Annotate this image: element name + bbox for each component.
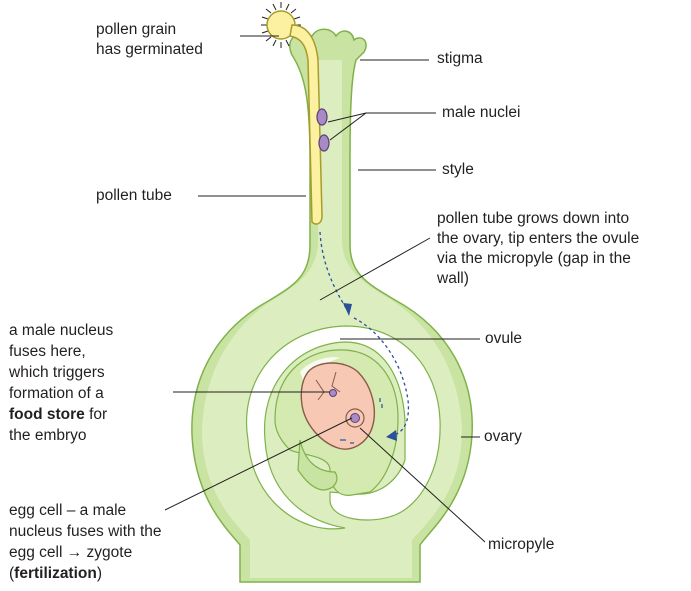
label-male-nuclei: male nuclei: [442, 103, 520, 123]
label-egg-cell-note: egg cell – a male nucleus fuses with the…: [9, 500, 162, 584]
label-pollen-tube: pollen tube: [96, 186, 172, 206]
label-pollen-grain-line1: pollen grain: [96, 20, 203, 40]
label-food-store-note: a male nucleus fuses here, which trigger…: [9, 320, 113, 446]
male-nucleus-2: [319, 135, 329, 151]
growth-note-line1: pollen tube grows down into: [437, 209, 639, 229]
food-store-note-line5-rest: for: [85, 406, 107, 423]
food-store-bold: food store: [9, 406, 85, 423]
food-store-note-line1: a male nucleus: [9, 320, 113, 341]
food-store-note-line5: food store for: [9, 404, 113, 425]
growth-note-line3: via the micropyle (gap in the: [437, 249, 639, 269]
label-pollen-grain: pollen grain has germinated: [96, 20, 203, 60]
label-style: style: [442, 160, 474, 180]
food-store-note-line6: the embryo: [9, 425, 113, 446]
label-ovary: ovary: [484, 427, 522, 447]
male-nucleus-1: [317, 109, 327, 125]
label-pollen-grain-line2: has germinated: [96, 40, 203, 60]
food-store-note-line3: which triggers: [9, 362, 113, 383]
label-ovule: ovule: [485, 329, 522, 349]
label-micropyle: micropyle: [488, 535, 554, 555]
growth-note-line4: wall): [437, 269, 639, 289]
label-growth-note: pollen tube grows down into the ovary, t…: [437, 209, 639, 289]
egg-cell-note-line4: (fertilization): [9, 563, 162, 584]
food-store-nucleus: [330, 390, 337, 397]
egg-cell-note-line3: egg cell → zygote: [9, 542, 162, 563]
label-stigma: stigma: [437, 49, 483, 69]
food-store-note-line2: fuses here,: [9, 341, 113, 362]
growth-note-line2: the ovary, tip enters the ovule: [437, 229, 639, 249]
food-store-note-line4: formation of a: [9, 383, 113, 404]
egg-cell-note-line1: egg cell – a male: [9, 500, 162, 521]
fertilization-bold: fertilization: [14, 565, 97, 582]
egg-cell-note-paren-close: ): [97, 565, 102, 582]
egg-cell-note-line2: nucleus fuses with the: [9, 521, 162, 542]
